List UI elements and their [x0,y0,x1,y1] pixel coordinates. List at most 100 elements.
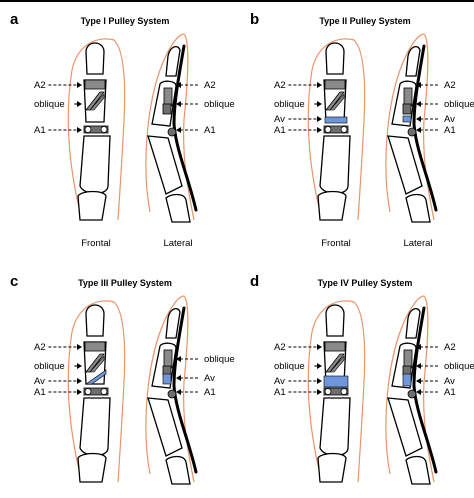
frontal-arrow [48,127,82,133]
a1-pulley [167,127,177,137]
metacarpal [77,452,107,483]
av-pulley [402,115,412,123]
panel-letter: b [250,11,259,28]
oblique-pulley-2 [89,93,105,111]
lateral-arrow [416,101,440,107]
distal-phalanx [85,304,105,337]
av-pulley [402,373,412,387]
lateral-label: oblique [204,99,235,110]
lateral-arrow [416,378,440,384]
panel-title: Type IV Pulley System [318,278,413,288]
flexor-tendon [412,306,438,474]
frontal-label: oblique [274,361,305,372]
lateral-arrow [416,127,440,133]
proximal-phalanx [79,135,111,195]
frontal-view [67,38,126,221]
lateral-arrow [176,375,200,381]
lateral-arrow [416,82,440,88]
a2-pulley [324,79,346,90]
oblique-pulley-2 [329,355,345,373]
lateral-label: oblique [444,361,474,372]
a2-pulley [163,349,173,369]
panel-title: Type I Pulley System [81,16,170,26]
skin-outline [145,295,195,483]
lateral-arrow [176,356,200,362]
skin-outline [67,300,126,483]
skin-outline [385,295,435,483]
skin-outline [307,300,366,483]
frontal-arrow [314,363,322,369]
frontal-arrow [288,127,322,133]
a2-pulley [163,87,173,107]
proximal-phalanx [147,135,183,195]
lateral-arrow [416,363,440,369]
frontal-view [307,300,366,483]
frontal-arrow [288,116,322,122]
lateral-label: Av [204,373,215,384]
frontal-label: oblique [34,99,65,110]
av-pulley [324,116,348,124]
frontal-arrow [48,378,82,384]
oblique-pulley-2 [329,93,345,111]
frontal-view [67,300,126,483]
av-pulley [162,373,172,385]
frontal-arrow [74,363,82,369]
lateral-view [385,33,438,223]
a1-node-right [340,126,348,133]
proximal-phalanx [387,135,423,195]
frontal-label: Av [274,114,285,125]
a1-pulley [407,127,417,137]
panel-letter: d [250,273,259,290]
a2-pulley [403,349,413,369]
proximal-phalanx [319,135,351,195]
skin-outline [385,33,435,221]
distal-phalanx [405,307,421,339]
a1-pulley [323,387,349,396]
frontal-label: Av [274,376,285,387]
frontal-label: Av [34,376,45,387]
a1-pulley [83,387,109,396]
frontal-label: A2 [274,80,286,91]
oblique-pulley [325,353,345,373]
proximal-phalanx [79,397,111,457]
metacarpal [77,190,107,221]
distal-phalanx [325,304,345,337]
frontal-label: oblique [274,99,305,110]
lateral-label: oblique [204,354,235,365]
lateral-view [145,33,198,223]
oblique-pulley [402,103,412,115]
av-pulley [85,369,107,385]
proximal-phalanx [387,397,423,457]
frontal-label: A1 [274,125,286,136]
metacarpal [165,455,191,485]
lateral-label: A1 [204,387,216,398]
a1-node-left [84,126,92,133]
skin-outline [145,33,195,221]
a2-pulley [84,341,106,352]
av-pulley [323,375,349,388]
a1-pulley [83,125,109,134]
lateral-label: A2 [444,342,456,353]
lateral-label: A2 [204,80,216,91]
frontal-arrow [48,389,82,395]
panel-title: Type II Pulley System [319,16,410,26]
a1-node-left [324,126,332,133]
a1-pulley [407,389,417,399]
oblique-pulley [325,91,345,111]
flexor-tendon [172,44,198,212]
panel-letter: c [10,273,18,290]
metacarpal [317,452,347,483]
metacarpal [405,193,431,223]
proximal-phalanx [147,397,183,457]
a2-pulley [84,79,106,90]
lateral-arrow [176,101,200,107]
frontal-arrow [314,101,322,107]
lateral-label: oblique [444,99,474,110]
distal-phalanx [325,42,345,75]
frontal-arrow [288,344,322,350]
